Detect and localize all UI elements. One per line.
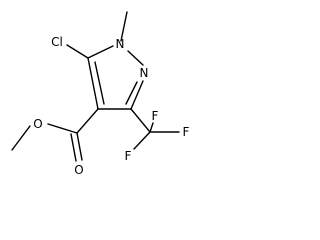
ester-ether-oxygen-label: O [33, 117, 42, 131]
c3-cf3-bond [130, 108, 151, 133]
cf3-f-left-bond [133, 131, 151, 150]
fluorine-right-label: F [183, 125, 190, 139]
ring-nitrogen-1-label: N [116, 37, 125, 51]
ester-carbonyl-oxygen-label: O [74, 163, 83, 177]
fluorine-left-label: F [125, 149, 132, 163]
carbonyl-ether-bond [47, 123, 78, 134]
chlorine-label: Cl [51, 35, 63, 49]
structure-diagram: Cl N N O O F F F [11, 11, 190, 177]
ring-bond-n2-c3-inner [125, 81, 138, 105]
ring-bond-c4-c5-inner [94, 61, 105, 105]
ring-nitrogen-2-label: N [140, 66, 149, 80]
cf3-f-top-bond [149, 122, 154, 133]
bond-layer [11, 11, 180, 162]
ether-methyl-bond [11, 125, 31, 151]
c4-carbonyl-bond [76, 108, 99, 134]
carbonyl-double-bond-b [70, 133, 77, 162]
n-methyl-bond [120, 11, 128, 42]
atom-label-layer: Cl N N O O F F F [33, 35, 189, 177]
ring-bond-c4-c5 [87, 57, 99, 110]
fluorine-top-label: F [152, 109, 159, 123]
ring-bond-n2-c3 [130, 80, 144, 110]
carbonyl-double-bond-a [76, 132, 83, 161]
ring-bond-n1-n2 [127, 50, 144, 66]
c5-chlorine-bond [66, 44, 89, 59]
ring-bond-n1-c5 [87, 45, 114, 59]
